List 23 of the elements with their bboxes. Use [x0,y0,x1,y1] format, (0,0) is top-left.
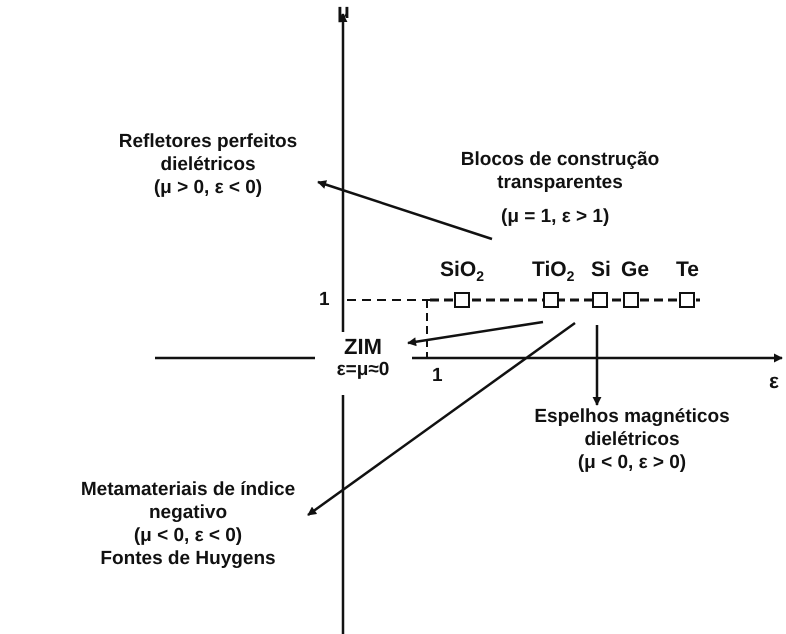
region-label: Refletores perfeitos dielétricos [118,130,298,176]
arrow [317,180,492,240]
condition-text: (μ = 1, ε > 1) [501,205,610,228]
region-label: Metamateriais de índice negativo [80,478,296,524]
region-label: ZIM [343,335,383,358]
arrow [592,325,602,406]
annotation-text: Blocos de construção transparentes [460,148,660,194]
axis-label: ε [769,370,779,393]
material-label: Te [676,258,699,281]
material-label: SiO$_{2}$ [440,258,484,286]
condition-text: (μ < 0, ε > 0) [576,451,688,474]
condition-text: Fontes de Huygens [99,547,277,570]
condition-text: (μ < 0, ε < 0) [132,524,244,547]
material-label: TiO$_{2}$ [532,258,574,286]
region-label: Espelhos magnéticos dielétricos [533,405,731,451]
condition-text: (μ > 0, ε < 0) [152,176,264,199]
condition-text: ε=μ≈0 [336,358,390,381]
arrow [307,322,576,516]
tick-label: 1 [432,364,443,387]
material-label: Si [591,258,611,281]
arrow [407,320,544,346]
material-label: Ge [621,258,650,281]
tick-label: 1 [319,288,330,311]
